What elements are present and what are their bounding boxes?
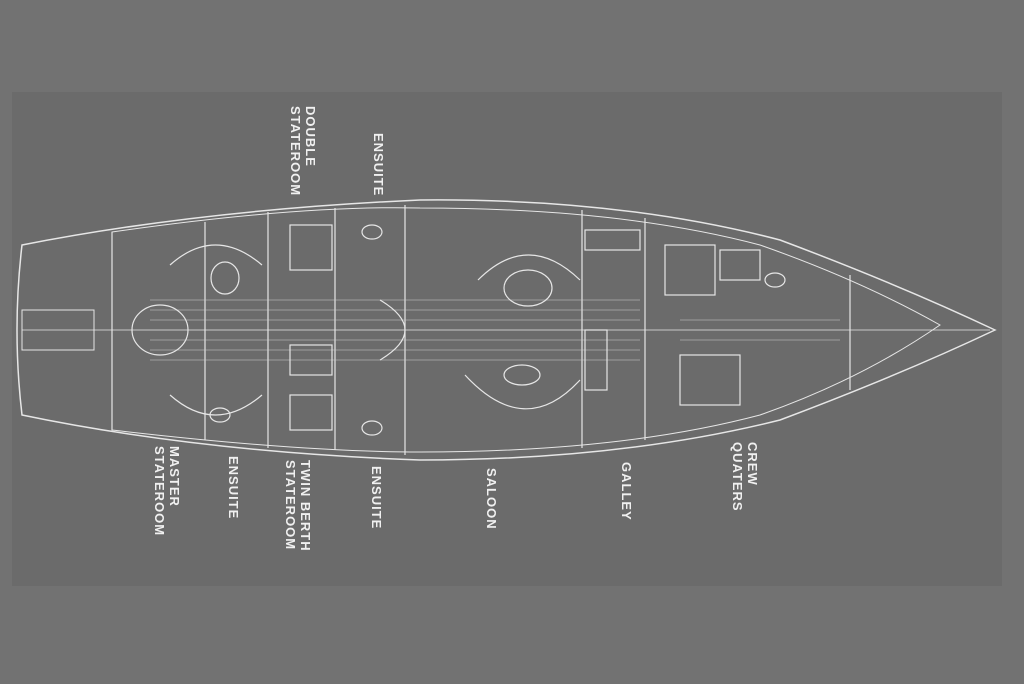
- companionway: [379, 299, 406, 361]
- bulkheads: [111, 205, 851, 455]
- label-saloon: SALOON: [484, 468, 499, 530]
- saloon-settee-top: [477, 254, 581, 281]
- drawing-panel: [12, 92, 1002, 586]
- aft-settee-top: [169, 244, 263, 266]
- saloon-settee-bottom: [464, 374, 581, 410]
- floor-planking: [150, 299, 840, 361]
- master-berth: [131, 304, 189, 356]
- furniture: [131, 224, 786, 436]
- saloon-table-top: [503, 269, 553, 307]
- label-ensuite-master: ENSUITE: [226, 456, 241, 520]
- label-crew-quarters: CREW QUATERS: [730, 442, 760, 512]
- saloon-table-bottom: [503, 364, 541, 386]
- transom-steps: [21, 309, 95, 351]
- label-galley: GALLEY: [619, 462, 634, 521]
- label-ensuite-top: ENSUITE: [371, 132, 386, 196]
- label-twin-berth-stateroom: TWIN BERTH STATEROOM: [283, 460, 313, 552]
- label-ensuite-twin: ENSUITE: [369, 466, 384, 530]
- hull-outline: [16, 199, 997, 461]
- aft-settee-bottom: [169, 394, 263, 416]
- label-double-stateroom: DOUBLE STATEROOM: [288, 105, 318, 196]
- aft-table: [210, 261, 240, 295]
- inner-hull: [111, 207, 941, 453]
- label-master-stateroom: MASTER STATEROOM: [152, 446, 182, 537]
